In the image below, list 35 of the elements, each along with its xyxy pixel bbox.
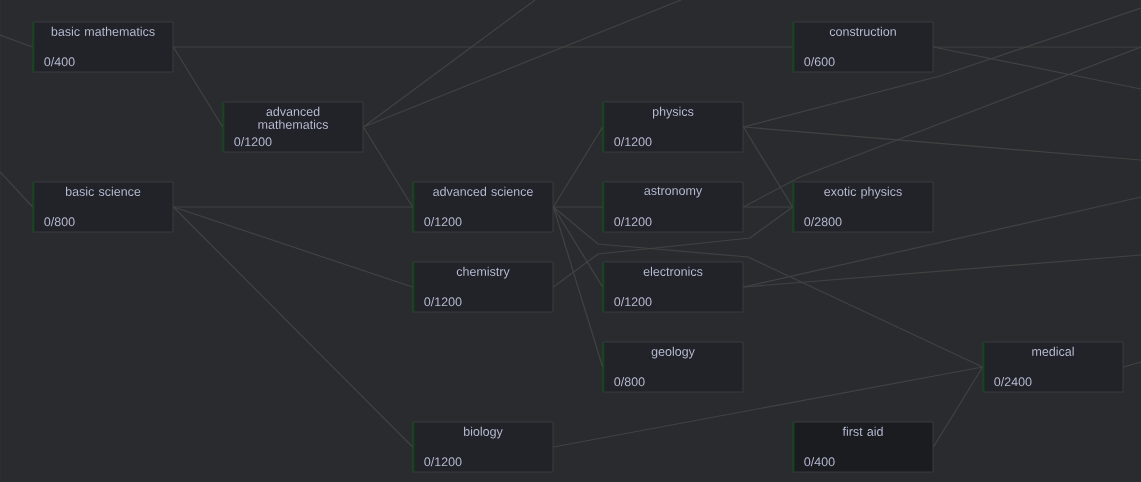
connector-line — [552, 206, 984, 368]
tech-box: exotic physics 0/2800 — [792, 181, 934, 233]
tech-box: biology 0/1200 — [412, 421, 554, 473]
tech-box: chemistry 0/1200 — [412, 261, 554, 313]
connector-line — [742, 46, 1141, 208]
connector-line — [552, 126, 604, 208]
tech-box: astronomy 0/1200 — [602, 181, 744, 233]
connector-line — [362, 0, 536, 128]
tech-box: electronics 0/1200 — [602, 261, 744, 313]
connector-line — [742, 126, 794, 208]
tech-box: medical 0/2400 — [982, 341, 1124, 393]
tech-box: geology 0/800 — [602, 341, 744, 393]
connector-line — [172, 206, 414, 448]
connector-line — [742, 254, 1141, 288]
connector-line — [172, 46, 224, 128]
tech-box: first aid 0/400 — [792, 421, 934, 473]
tech-box: advanced mathematics 0/1200 — [222, 101, 364, 153]
connector-line — [0, 171, 34, 208]
connector-line — [1122, 361, 1141, 368]
connector-line — [172, 206, 414, 288]
connector-line — [742, 7, 1141, 128]
connector-line — [552, 206, 604, 368]
connector-line — [932, 366, 984, 448]
connector-line — [362, 0, 682, 128]
tech-box: basic science 0/800 — [32, 181, 174, 233]
connector-line — [552, 206, 794, 288]
connector-line — [932, 46, 1141, 90]
tech-box: construction 0/600 — [792, 21, 934, 73]
tech-box: basic mathematics 0/400 — [32, 21, 174, 73]
connector-line — [742, 126, 1141, 161]
tech-box: advanced science 0/1200 — [412, 181, 554, 233]
connector-line — [0, 34, 34, 48]
connector-line — [362, 126, 414, 208]
tech-box: physics 0/1200 — [602, 101, 744, 153]
connector-line — [552, 366, 984, 448]
